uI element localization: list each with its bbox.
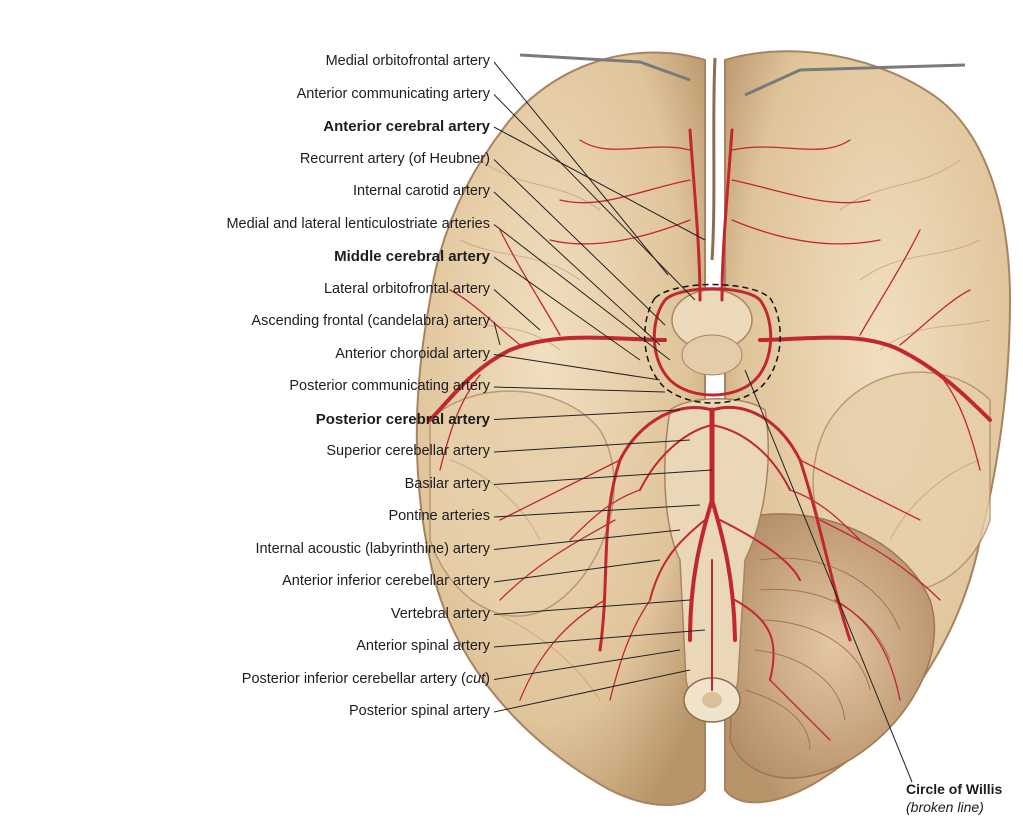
artery-label: Vertebral artery — [391, 606, 490, 622]
circle-of-willis-title: Circle of Willis — [906, 781, 1003, 797]
leader-line — [493, 159, 666, 326]
artery-label: Medial and lateral lenticulostriate arte… — [226, 216, 490, 232]
artery-label-text: Lateral orbitofrontal artery — [323, 280, 490, 297]
artery-label: Lateral orbitofrontal artery — [324, 281, 490, 297]
leader-line — [493, 439, 691, 453]
leader-line — [493, 649, 681, 680]
leader-line — [493, 529, 681, 550]
artery-label: Middle cerebral artery — [334, 248, 490, 265]
artery-label: Anterior cerebral artery — [323, 118, 490, 135]
leader-line — [493, 224, 671, 361]
artery-label-text: Posterior spinal artery — [348, 703, 490, 719]
leader-line — [493, 386, 666, 393]
artery-label-text: Medial orbitofrontal artery — [325, 53, 490, 69]
leader-line — [493, 409, 681, 420]
artery-label: Anterior spinal artery — [356, 638, 490, 654]
artery-label-text: Basilar artery — [404, 475, 490, 492]
artery-label: Posterior communicating artery — [289, 378, 490, 394]
artery-label: Posterior cerebral artery — [316, 411, 490, 428]
artery-label-suffix: cut — [465, 670, 486, 687]
artery-label-text: Anterior choroidal artery — [335, 345, 490, 362]
circle-of-willis-subtitle: (broken line) — [906, 799, 984, 815]
artery-label: Anterior communicating artery — [297, 86, 490, 102]
leader-line — [493, 599, 691, 615]
artery-label-text: Recurrent artery (of Heubner) — [299, 150, 490, 167]
artery-label-text: Anterior spinal artery — [356, 638, 490, 654]
artery-label: Internal acoustic (labyrinthine) artery — [255, 541, 490, 557]
artery-label-text: Posterior communicating artery — [289, 378, 490, 394]
leader-line — [493, 354, 661, 381]
artery-label-text: Vertebral artery — [390, 605, 490, 622]
artery-label: Medial orbitofrontal artery — [326, 53, 490, 69]
artery-label: Superior cerebellar artery — [326, 443, 490, 459]
artery-label: Posterior spinal artery — [349, 703, 490, 719]
artery-label-text: Anterior communicating artery — [296, 85, 490, 102]
artery-label: Anterior choroidal artery — [335, 346, 490, 362]
artery-label-text: Ascending frontal (candelabra) artery — [251, 313, 490, 329]
leader-line — [493, 504, 701, 518]
artery-label: Anterior inferior cerebellar artery — [282, 573, 490, 589]
circle-of-willis-outline — [644, 283, 781, 404]
leader-line — [493, 61, 669, 276]
leader-line — [493, 469, 713, 485]
leader-line — [493, 94, 696, 301]
leader-line — [493, 669, 691, 713]
artery-label-text: Posterior cerebral artery — [315, 410, 490, 428]
circle-of-willis-leader — [744, 369, 913, 783]
circle-of-willis-label: Circle of Willis (broken line) — [906, 780, 1002, 816]
leader-line — [493, 256, 641, 361]
leader-line — [493, 289, 541, 331]
leader-line — [493, 126, 706, 241]
leader-line — [493, 321, 501, 346]
artery-label-text: Superior cerebellar artery — [326, 443, 490, 459]
artery-label-text: Internal acoustic (labyrinthine) artery — [255, 540, 490, 557]
artery-label-text: Pontine arteries — [388, 508, 490, 524]
leader-line — [493, 629, 706, 648]
leader-line — [493, 559, 661, 583]
leader-line — [493, 191, 661, 346]
artery-label: Ascending frontal (candelabra) artery — [251, 313, 490, 329]
artery-label-text: Medial and lateral lenticulostriate arte… — [226, 215, 490, 232]
artery-label: Posterior inferior cerebellar artery (cu… — [241, 670, 490, 687]
artery-label-text: Posterior inferior cerebellar artery — [241, 670, 457, 687]
artery-label: Internal carotid artery — [353, 183, 490, 199]
artery-label-text: Middle cerebral artery — [334, 248, 490, 265]
artery-label-text: Anterior inferior cerebellar artery — [282, 573, 490, 589]
artery-label-text: Anterior cerebral artery — [323, 118, 490, 135]
artery-label: Basilar artery — [405, 476, 490, 492]
artery-label-text: Internal carotid artery — [352, 183, 490, 199]
artery-label: Pontine arteries — [388, 508, 490, 524]
artery-label: Recurrent artery (of Heubner) — [300, 151, 490, 167]
